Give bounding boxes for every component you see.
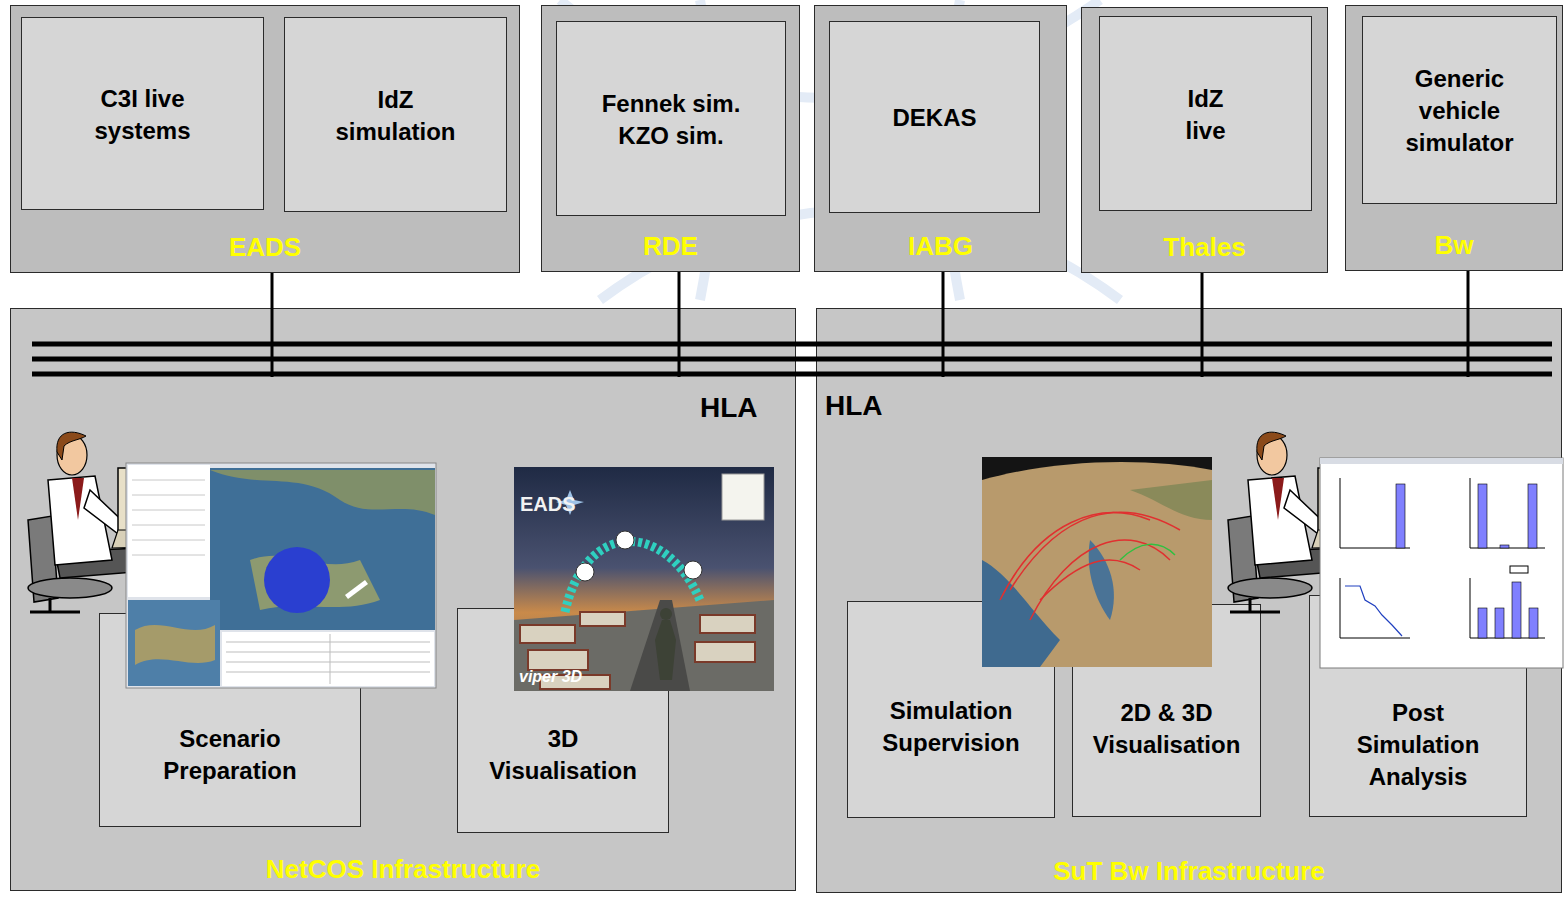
- component-box: Generic vehicle simulator: [1362, 16, 1557, 204]
- component-box: Fennek sim. KZO sim.: [556, 21, 786, 216]
- component-box: Post Simulation Analysis: [1309, 595, 1527, 817]
- product-logo-text: viper 3D: [519, 668, 582, 686]
- partner-box: EADS C3I live systems IdZ simulation: [10, 5, 520, 273]
- component-box: IdZ simulation: [284, 17, 507, 212]
- infrastructure-panel: NetCOS Infrastructure Scenario Preparatio…: [10, 308, 796, 891]
- owner-label: Thales: [1082, 232, 1327, 262]
- component-box: DEKAS: [829, 21, 1040, 213]
- owner-label: IABG: [815, 231, 1066, 261]
- owner-label: EADS: [11, 232, 519, 262]
- partner-box: Thales IdZ live: [1081, 7, 1328, 273]
- bus-drop-lines: [272, 308, 1468, 377]
- component-box: C3I live systems: [21, 17, 264, 210]
- partner-box: RDE Fennek sim. KZO sim.: [541, 5, 800, 272]
- component-label: Simulation Supervision: [876, 695, 1026, 759]
- component-label: Fennek sim. KZO sim.: [586, 88, 756, 152]
- analysis-chart-screenshot: [1320, 458, 1563, 668]
- owner-label: NetCOS Infrastructure: [11, 854, 795, 884]
- hla-bus: [32, 344, 1552, 374]
- 3d-visualisation-picture: [514, 467, 774, 691]
- scenario-screenshot: [126, 463, 436, 688]
- partner-box: Bw Generic vehicle simulator: [1345, 5, 1563, 271]
- component-box: 3D Visualisation: [457, 608, 669, 833]
- component-label: Scenario Preparation: [155, 723, 305, 787]
- link-line: [271, 273, 274, 308]
- component-label: 3D Visualisation: [481, 723, 646, 787]
- infrastructure-panel: SuT Bw Infrastructure Simulation Supervis…: [816, 308, 1562, 893]
- link-line: [942, 272, 945, 308]
- component-label: IdZ simulation: [326, 84, 466, 148]
- link-line: [1467, 271, 1470, 308]
- component-box: Simulation Supervision: [847, 601, 1055, 818]
- link-line: [678, 272, 681, 308]
- component-label: Post Simulation Analysis: [1348, 697, 1488, 793]
- component-label: 2D & 3D Visualisation: [1084, 697, 1249, 761]
- owner-label: SuT Bw Infrastructure: [817, 856, 1561, 886]
- component-label: Generic vehicle simulator: [1400, 63, 1520, 159]
- component-label: C3I live systems: [93, 83, 193, 147]
- component-box: IdZ live: [1099, 16, 1312, 211]
- component-label: IdZ live: [1171, 83, 1241, 147]
- component-box: Scenario Preparation: [99, 613, 361, 827]
- globe-picture: [982, 457, 1212, 667]
- component-box: 2D & 3D Visualisation: [1072, 604, 1261, 817]
- owner-label: Bw: [1346, 230, 1562, 260]
- owner-label: RDE: [542, 231, 799, 261]
- link-line: [1201, 273, 1204, 308]
- logo-text: EADS: [520, 493, 576, 516]
- partner-box: IABG DEKAS: [814, 5, 1067, 272]
- component-label: DEKAS: [892, 102, 976, 134]
- protocol-label: HLA: [825, 390, 883, 422]
- protocol-label: HLA: [700, 392, 758, 424]
